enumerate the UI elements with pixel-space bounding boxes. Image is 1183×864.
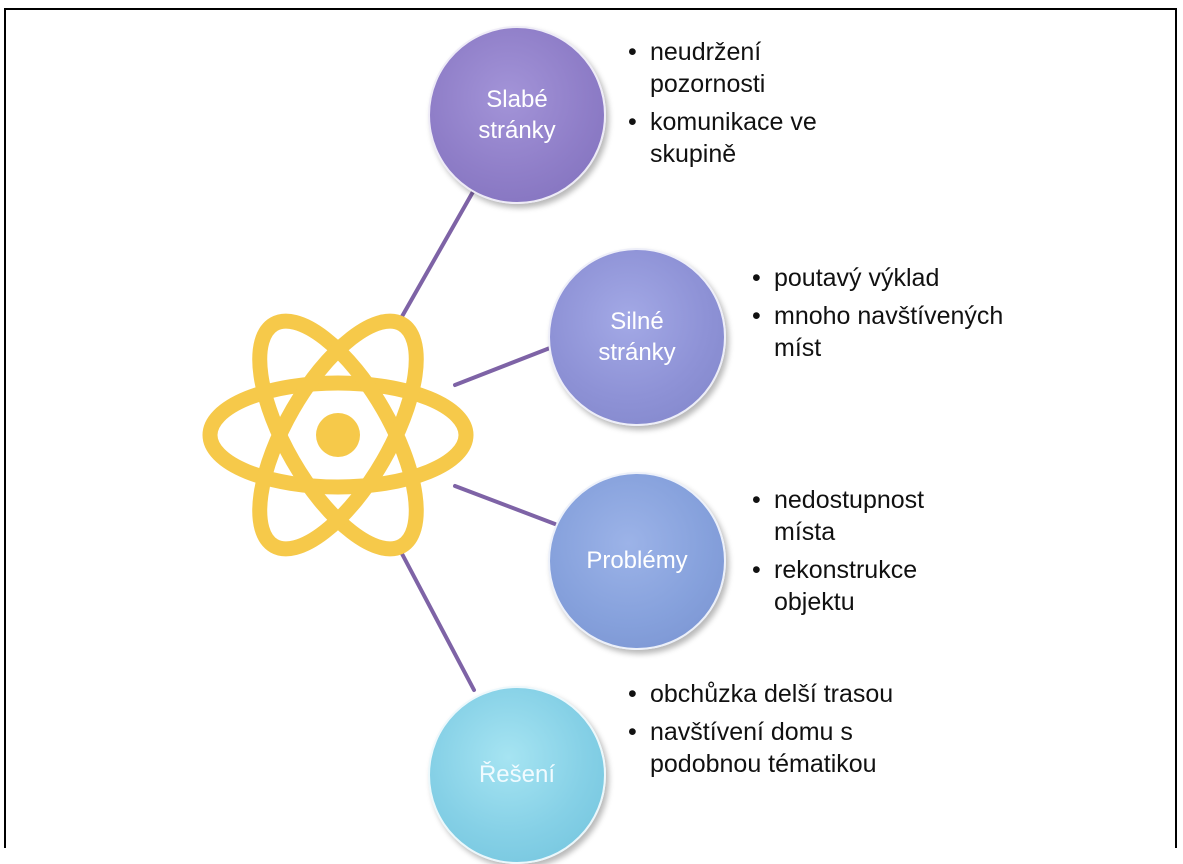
bullet-item: obchůzka delší trasou [626, 678, 916, 710]
atom-orbit [252, 313, 424, 557]
connectors [398, 188, 557, 692]
node-label: Problémy [586, 547, 688, 575]
solutions-bullet-list: obchůzka delší trasou navštívení domu s … [626, 678, 916, 786]
node-solutions: Řešení [428, 686, 606, 864]
connector-strengths [453, 344, 557, 387]
node-weaknesses: Slabé stránky [428, 26, 606, 204]
atom-nucleus [316, 413, 360, 457]
atom-orbit [252, 313, 424, 557]
strengths-bullet-list: poutavý výklad mnoho navštívených míst [750, 262, 1020, 370]
node-strengths: Silné stránky [548, 248, 726, 426]
connector-problems [453, 484, 557, 526]
bullet-item: mnoho navštívených míst [750, 300, 1020, 364]
atom-icon [202, 313, 474, 557]
node-label: Silné stránky [598, 307, 676, 366]
connector-solutions [398, 548, 476, 692]
weaknesses-bullet-list: neudržení pozornosti komunikace ve skupi… [626, 36, 866, 176]
bullet-item: rekonstrukce objektu [750, 554, 990, 618]
bullet-item: navštívení domu s podobnou tématikou [626, 716, 916, 780]
bullet-item: nedostupnost místa [750, 484, 990, 548]
node-problems: Problémy [548, 472, 726, 650]
bullet-item: neudržení pozornosti [626, 36, 866, 100]
atom-orbit [202, 375, 474, 495]
problems-bullet-list: nedostupnost místa rekonstrukce objektu [750, 484, 990, 624]
node-label: Slabé stránky [478, 85, 556, 144]
bullet-item: komunikace ve skupině [626, 106, 866, 170]
node-label: Řešení [478, 761, 556, 789]
connector-weaknesses [398, 188, 476, 322]
bullet-item: poutavý výklad [750, 262, 1020, 294]
diagram-frame [4, 8, 1177, 848]
